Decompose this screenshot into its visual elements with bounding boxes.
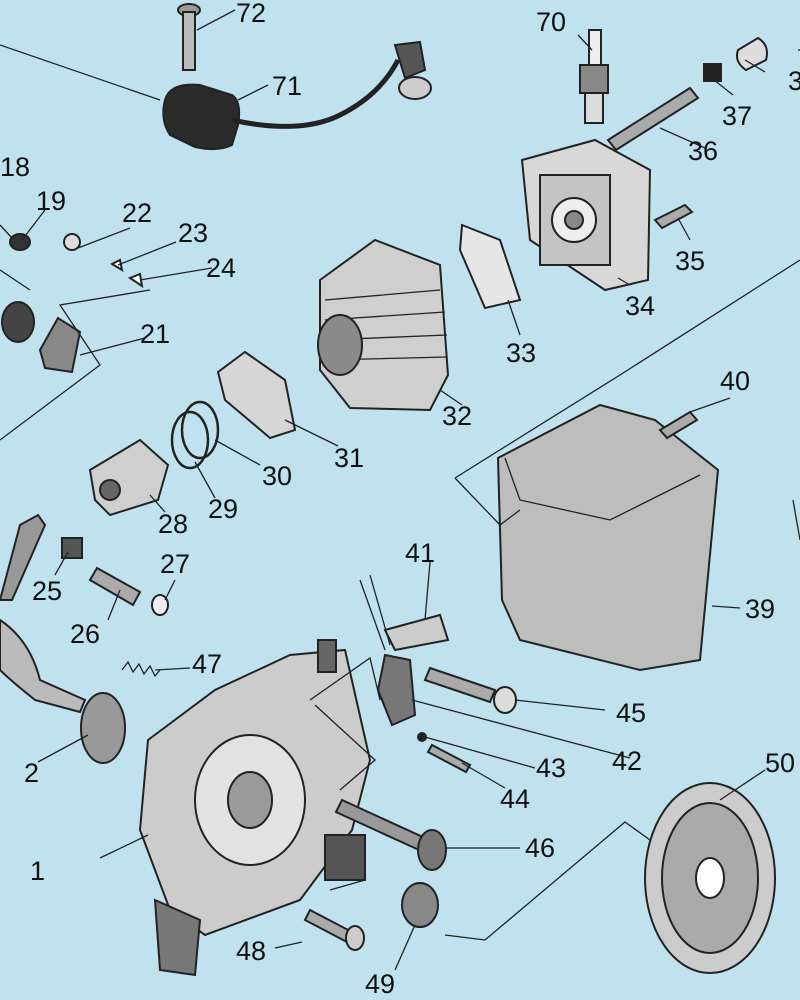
part-36-stud bbox=[606, 86, 700, 152]
part-19-screw bbox=[9, 233, 31, 251]
part-21-plate bbox=[38, 316, 82, 374]
label-47: 47 bbox=[192, 649, 222, 679]
label-37: 37 bbox=[722, 101, 752, 131]
label-19: 19 bbox=[36, 186, 66, 216]
part-29-ring bbox=[170, 410, 210, 470]
part-27-washer bbox=[151, 594, 169, 616]
label-70: 70 bbox=[536, 7, 566, 37]
label-2: 2 bbox=[24, 758, 39, 788]
label-31: 31 bbox=[334, 443, 364, 473]
label-22: 22 bbox=[122, 198, 152, 228]
part-23-pin bbox=[109, 258, 124, 273]
label-41: 41 bbox=[405, 538, 435, 568]
part-45-valve bbox=[423, 666, 517, 714]
label-28: 28 bbox=[158, 509, 188, 539]
part-70-spark-plug bbox=[579, 29, 609, 124]
part-42-lever bbox=[376, 653, 417, 727]
part-28-piston bbox=[88, 438, 170, 517]
label-46: 46 bbox=[525, 833, 555, 863]
part-43-washer bbox=[417, 732, 427, 742]
part-48-bolt bbox=[303, 908, 365, 951]
part-49-nut bbox=[401, 882, 439, 928]
label-45: 45 bbox=[616, 698, 646, 728]
part-40-screw bbox=[658, 410, 699, 440]
label-39: 39 bbox=[745, 594, 775, 624]
part-37-nut bbox=[703, 63, 722, 82]
part-50-flywheel bbox=[644, 782, 776, 974]
label-27: 27 bbox=[160, 549, 190, 579]
part-72-bolt bbox=[177, 3, 201, 71]
label-35: 35 bbox=[675, 246, 705, 276]
label-72: 72 bbox=[236, 0, 266, 28]
part-38-cap bbox=[736, 36, 768, 72]
label-34: 34 bbox=[625, 291, 655, 321]
part-wire bbox=[359, 574, 391, 651]
part-47-spring bbox=[121, 660, 161, 678]
label-23: 23 bbox=[178, 218, 208, 248]
part-22-screw bbox=[63, 233, 81, 251]
label-42: 42 bbox=[612, 746, 642, 776]
part-35-screw bbox=[653, 203, 694, 230]
part-31-gasket bbox=[216, 350, 297, 440]
part-46-shaft bbox=[334, 798, 447, 871]
label-29: 29 bbox=[208, 494, 238, 524]
part-seal bbox=[1, 301, 35, 343]
label-49: 49 bbox=[365, 969, 395, 999]
leader-lines bbox=[0, 9, 800, 971]
label-21: 21 bbox=[140, 319, 170, 349]
label-24: 24 bbox=[206, 253, 236, 283]
label-71: 71 bbox=[272, 71, 302, 101]
part-30-ring bbox=[180, 400, 220, 460]
label-32: 32 bbox=[442, 401, 472, 431]
part-25-bearing bbox=[61, 537, 83, 559]
part-44-screw bbox=[426, 743, 472, 774]
part-39-shroud bbox=[496, 403, 720, 672]
part-26-pin bbox=[88, 566, 142, 607]
part-33-gasket bbox=[458, 223, 522, 310]
part-41-bracket bbox=[383, 613, 450, 652]
label-43: 43 bbox=[536, 753, 566, 783]
label-26: 26 bbox=[70, 619, 100, 649]
label-44: 44 bbox=[500, 784, 530, 814]
label-1: 1 bbox=[30, 856, 45, 886]
label-48: 48 bbox=[236, 936, 266, 966]
label-25: 25 bbox=[32, 576, 62, 606]
part-71-ignition-coil bbox=[162, 40, 432, 151]
label-36: 36 bbox=[688, 136, 718, 166]
label-30: 30 bbox=[262, 461, 292, 491]
part-32-cylinder bbox=[317, 238, 450, 412]
part-1-crankcase bbox=[138, 639, 372, 977]
label-33: 33 bbox=[506, 338, 536, 368]
label-50: 50 bbox=[765, 748, 795, 778]
part-34-cylinder-head bbox=[520, 138, 652, 292]
part-crankshaft bbox=[0, 513, 87, 714]
label-38: 3 bbox=[788, 66, 800, 96]
label-18: 18 bbox=[0, 152, 30, 182]
label-40: 40 bbox=[720, 366, 750, 396]
part-2-bearing bbox=[80, 692, 126, 764]
